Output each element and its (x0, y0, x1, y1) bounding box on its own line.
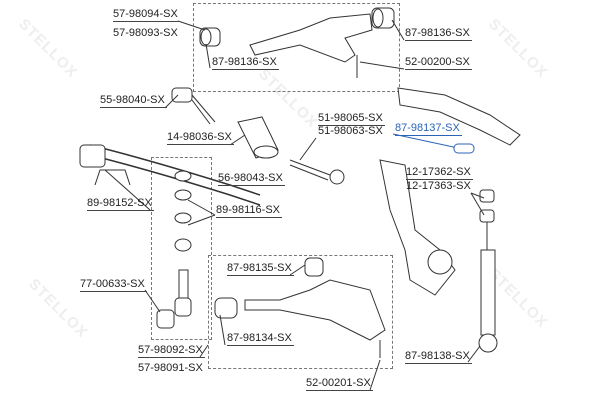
part-label-87-98135[interactable]: 87-98135-SX (227, 262, 294, 276)
part-label-51-98063[interactable]: 51-98063-SX (318, 125, 383, 137)
part-label-89-98152[interactable]: 89-98152-SX (87, 197, 154, 211)
part-label-77-00633[interactable]: 77-00633-SX (80, 278, 147, 292)
part-label-52-00200[interactable]: 52-00200-SX (405, 56, 472, 70)
part-label-87-98134[interactable]: 87-98134-SX (227, 332, 294, 346)
upper-arm-group-box (193, 3, 400, 92)
part-label-51-98065[interactable]: 51-98065-SX (318, 112, 385, 126)
lower-arm-group-box (208, 255, 393, 369)
part-label-55-98040[interactable]: 55-98040-SX (100, 94, 167, 108)
part-label-89-98116[interactable]: 89-98116-SX (216, 204, 283, 218)
part-label-12-17363[interactable]: 12-17363-SX (406, 180, 471, 192)
part-label-87-98137-highlighted[interactable]: 87-98137-SX (395, 122, 462, 136)
part-label-12-17362[interactable]: 12-17362-SX (406, 166, 473, 180)
part-label-57-98093[interactable]: 57-98093-SX (113, 27, 178, 39)
part-label-52-00201[interactable]: 52-00201-SX (306, 377, 373, 391)
stabilizer-link-group-box (151, 157, 212, 340)
part-label-87-98136-top[interactable]: 87-98136-SX (405, 27, 472, 41)
part-label-14-98036[interactable]: 14-98036-SX (167, 131, 234, 145)
part-label-56-98043[interactable]: 56-98043-SX (218, 172, 285, 186)
part-label-57-98091[interactable]: 57-98091-SX (138, 362, 203, 374)
part-label-87-98138[interactable]: 87-98138-SX (405, 350, 472, 364)
part-label-87-98136-lower[interactable]: 87-98136-SX (212, 56, 279, 70)
part-label-57-98094[interactable]: 57-98094-SX (113, 8, 180, 22)
part-label-57-98092[interactable]: 57-98092-SX (138, 344, 205, 358)
